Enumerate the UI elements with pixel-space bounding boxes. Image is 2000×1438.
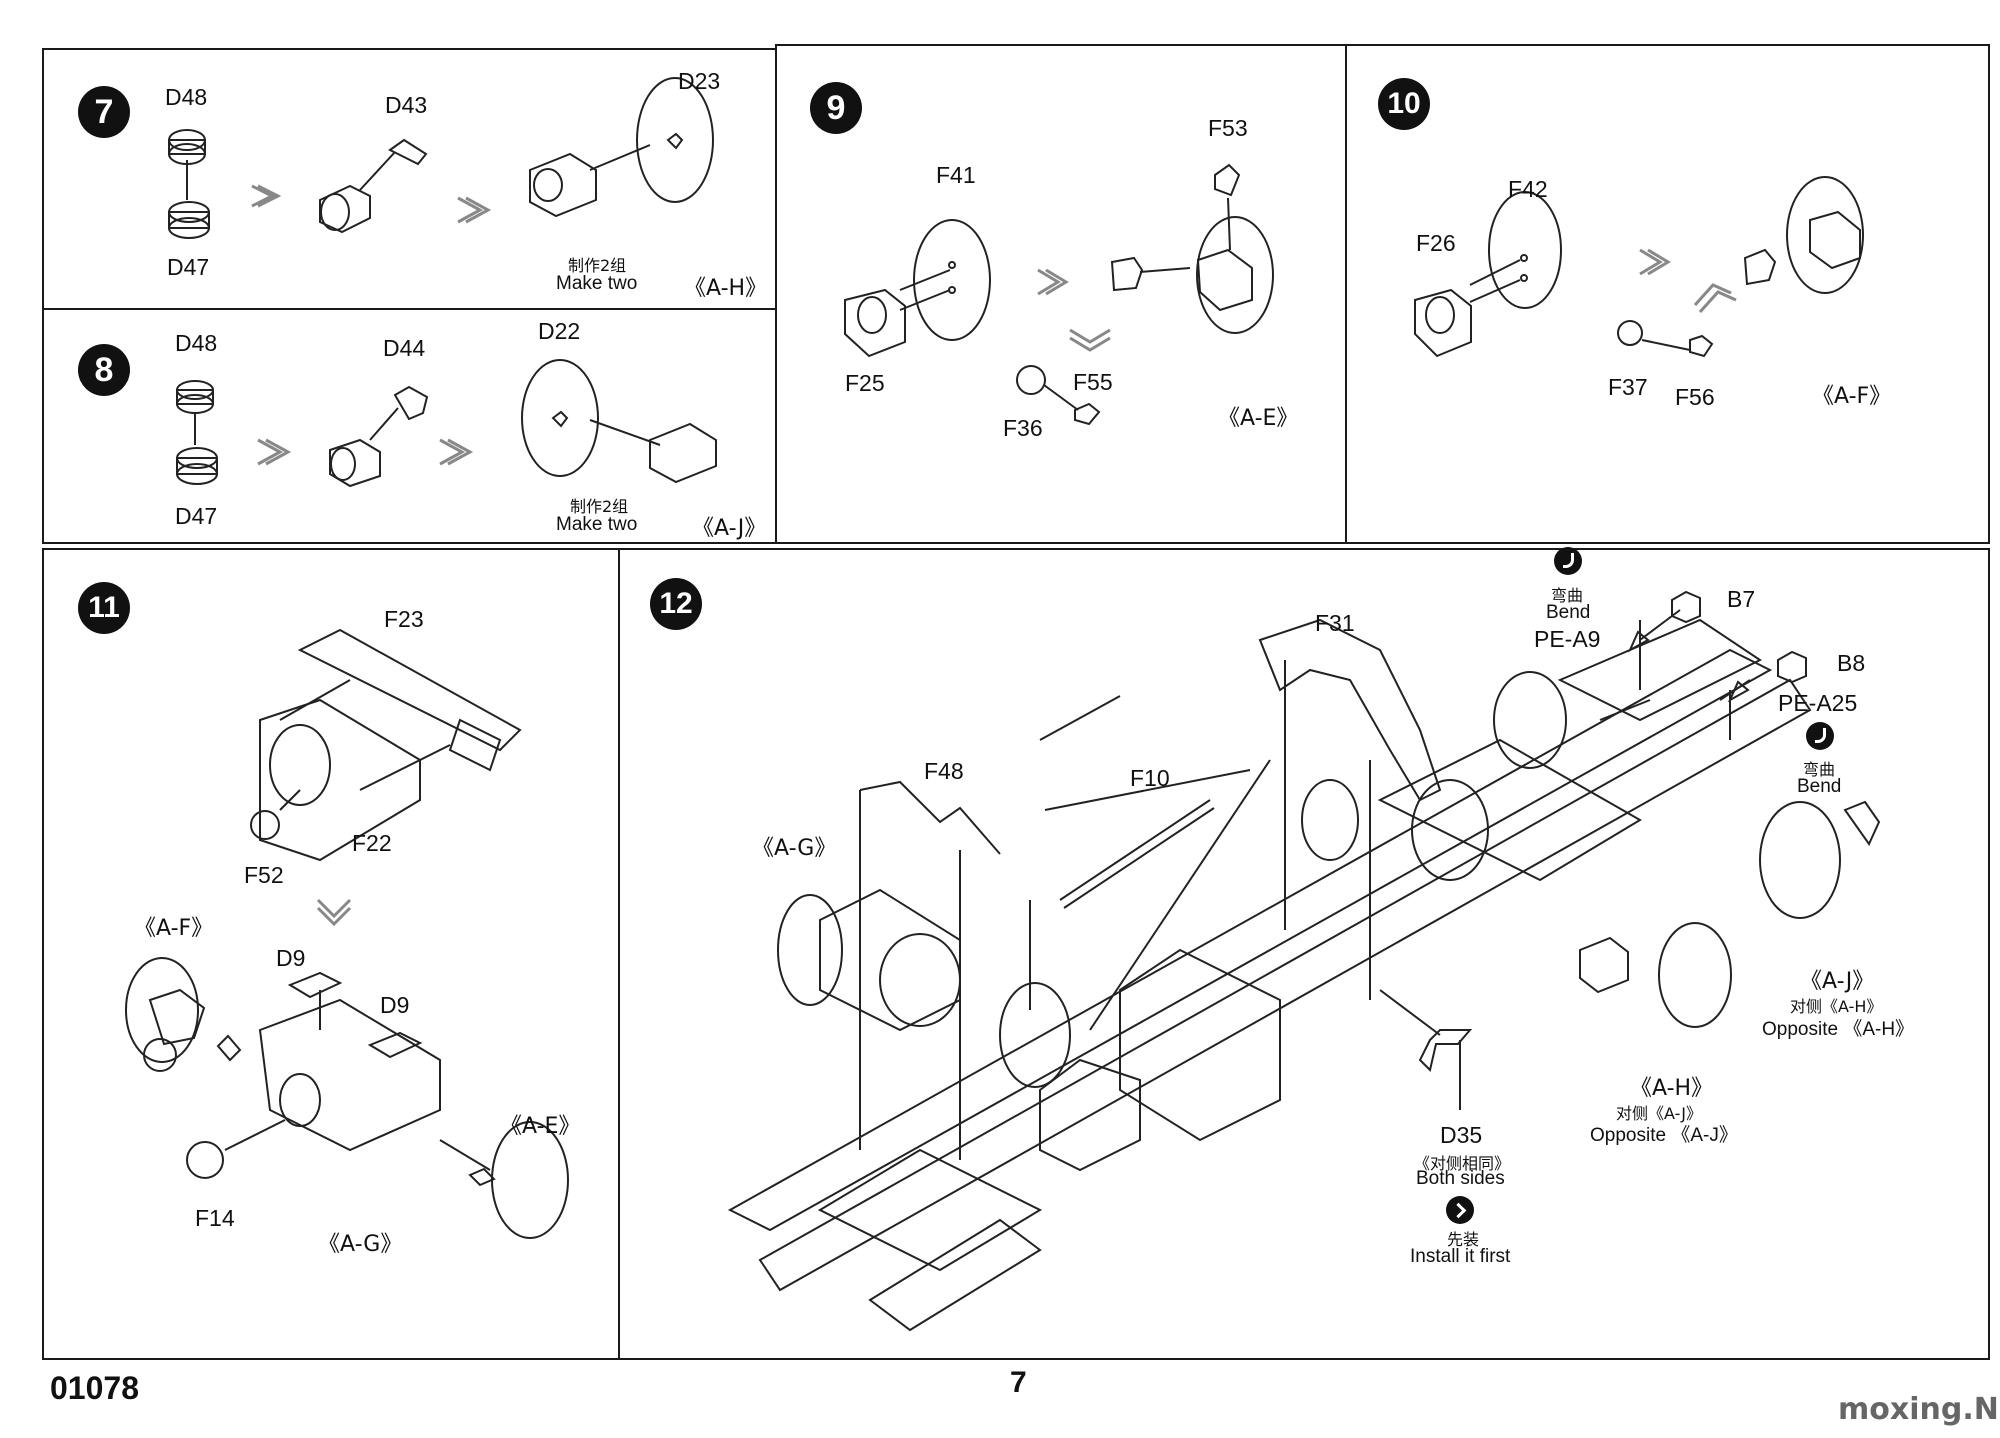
install-first-icon bbox=[1446, 1196, 1474, 1224]
part-label: F41 bbox=[936, 162, 976, 188]
part-label: D9 bbox=[380, 992, 410, 1018]
reference-label: 《A-J》 bbox=[1800, 969, 1875, 994]
part-label: D48 bbox=[165, 84, 208, 110]
note-cn: 制作2组 bbox=[570, 497, 629, 516]
bend-cn: 弯曲 bbox=[1803, 760, 1836, 779]
reference-label: 《A-H》 bbox=[1630, 1076, 1714, 1101]
bend-icon bbox=[1806, 722, 1834, 750]
kit-code: 01078 bbox=[50, 1370, 139, 1406]
part-label: D47 bbox=[167, 254, 210, 280]
part-label: D35 bbox=[1440, 1122, 1483, 1148]
bend-en: Bend bbox=[1797, 776, 1842, 797]
bend-cn: 弯曲 bbox=[1551, 586, 1584, 605]
part-label: F52 bbox=[244, 862, 284, 888]
step12-art bbox=[727, 590, 1881, 1332]
part-label: F55 bbox=[1073, 369, 1113, 395]
part-label: D23 bbox=[678, 68, 721, 94]
part-label: F14 bbox=[195, 1205, 235, 1231]
part-label: F56 bbox=[1675, 384, 1715, 410]
opposite-en: Opposite 《A-H》 bbox=[1762, 1019, 1915, 1040]
step-number-9: 9 bbox=[810, 82, 862, 134]
opposite-cn: 对侧《A-J》 bbox=[1616, 1104, 1702, 1123]
part-label: B7 bbox=[1727, 586, 1756, 612]
opposite-en: Opposite 《A-J》 bbox=[1590, 1125, 1738, 1146]
panel-step-10 bbox=[1345, 44, 1990, 544]
reference-label: 《A-F》 bbox=[1812, 384, 1892, 409]
part-label: F22 bbox=[352, 830, 392, 856]
bend-icon bbox=[1554, 547, 1582, 575]
part-label: F26 bbox=[1416, 230, 1456, 256]
part-label: B8 bbox=[1837, 650, 1866, 676]
panel-step-12 bbox=[618, 548, 1990, 1360]
part-label: F25 bbox=[845, 370, 885, 396]
reference-label: 《A-G》 bbox=[318, 1232, 403, 1257]
reference-label: 《A-G》 bbox=[752, 836, 837, 861]
part-label: PE-A9 bbox=[1534, 626, 1601, 652]
part-label: D48 bbox=[175, 330, 218, 356]
part-label: F31 bbox=[1315, 610, 1355, 636]
step9-art bbox=[844, 163, 1274, 426]
part-label: D9 bbox=[276, 945, 306, 971]
part-label: D47 bbox=[175, 503, 218, 529]
reference-label: 《A-F》 bbox=[134, 916, 214, 941]
install-first-en: Install it first bbox=[1410, 1246, 1511, 1267]
assembly-arrow-icon bbox=[251, 184, 492, 224]
step-number-12: 12 bbox=[650, 578, 702, 630]
part-label: D44 bbox=[383, 335, 426, 361]
part-label: D22 bbox=[538, 318, 581, 344]
opposite-cn: 对侧《A-H》 bbox=[1790, 997, 1883, 1016]
part-label: D43 bbox=[385, 92, 428, 118]
step-number-8: 8 bbox=[78, 344, 130, 396]
part-label: F48 bbox=[924, 758, 964, 784]
watermark: moxing.NET bbox=[1838, 1392, 2000, 1427]
note-en: Make two bbox=[556, 514, 638, 535]
step7-art bbox=[168, 77, 714, 239]
page-number: 7 bbox=[1010, 1366, 1027, 1399]
note-en: Make two bbox=[556, 273, 638, 294]
step-number-10: 10 bbox=[1378, 78, 1430, 130]
part-label: F36 bbox=[1003, 415, 1043, 441]
part-label: F37 bbox=[1608, 374, 1648, 400]
part-label: F10 bbox=[1130, 765, 1170, 791]
step10-art bbox=[1414, 176, 1864, 358]
part-label: F23 bbox=[384, 606, 424, 632]
both-sides-en: Both sides bbox=[1416, 1168, 1505, 1189]
part-label: PE-A25 bbox=[1778, 690, 1858, 716]
reference-label: 《A-H》 bbox=[684, 276, 768, 301]
step-number-11: 11 bbox=[78, 582, 130, 634]
bend-en: Bend bbox=[1546, 602, 1591, 623]
part-label: F42 bbox=[1508, 176, 1548, 202]
reference-label: 《A-E》 bbox=[1218, 406, 1299, 431]
reference-label: 《A-E》 bbox=[500, 1114, 581, 1139]
part-label: F53 bbox=[1208, 115, 1248, 141]
step8-art bbox=[176, 359, 717, 488]
step-number-7: 7 bbox=[78, 86, 130, 138]
note-cn: 制作2组 bbox=[568, 256, 627, 275]
install-first-cn: 先装 bbox=[1447, 1230, 1480, 1249]
reference-label: 《A-J》 bbox=[692, 516, 767, 541]
both-sides-cn: 《对侧相同》 bbox=[1414, 1154, 1511, 1173]
step11-art bbox=[125, 628, 569, 1239]
